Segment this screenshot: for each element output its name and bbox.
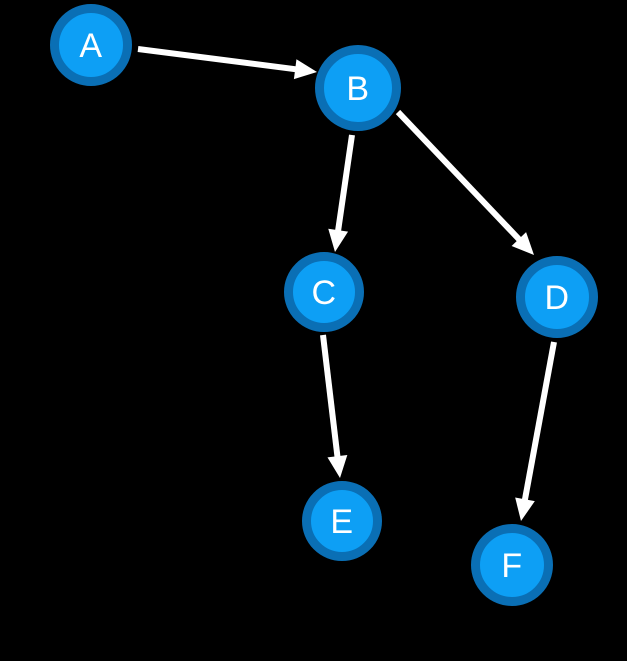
edge-D-F bbox=[515, 341, 557, 521]
node-circle-a[interactable] bbox=[50, 4, 132, 86]
node-label-a: A bbox=[79, 27, 102, 65]
node-circle-f[interactable] bbox=[471, 524, 553, 606]
node-circle-e[interactable] bbox=[302, 481, 382, 561]
graph-node-d[interactable]: D bbox=[516, 256, 598, 338]
node-circle-d[interactable] bbox=[516, 256, 598, 338]
edge-B-C bbox=[328, 134, 355, 252]
node-label-c: C bbox=[311, 274, 336, 312]
arrowhead-icon-C-E bbox=[327, 454, 348, 478]
edge-line-B-D bbox=[395, 109, 523, 243]
node-circle-b[interactable] bbox=[315, 45, 401, 131]
edge-C-E bbox=[320, 334, 348, 478]
edge-line-D-F bbox=[521, 341, 557, 502]
node-label-f: F bbox=[501, 547, 522, 585]
edge-line-C-E bbox=[320, 334, 341, 459]
node-label-d: D bbox=[544, 279, 569, 317]
edge-line-B-C bbox=[334, 134, 355, 233]
arrowhead-icon-B-C bbox=[328, 228, 349, 252]
graph-node-e[interactable]: E bbox=[302, 481, 382, 561]
arrowhead-icon-B-D bbox=[511, 232, 534, 255]
edge-line-A-B bbox=[137, 46, 298, 73]
node-label-e: E bbox=[330, 503, 353, 541]
node-circle-c[interactable] bbox=[284, 252, 364, 332]
graph-node-b[interactable]: B bbox=[315, 45, 401, 131]
graph-node-a[interactable]: A bbox=[50, 4, 132, 86]
graph-node-f[interactable]: F bbox=[471, 524, 553, 606]
nodes-layer: A B C D E F bbox=[50, 4, 598, 606]
edge-B-D bbox=[395, 109, 534, 255]
edge-A-B bbox=[137, 46, 317, 80]
graph-node-c[interactable]: C bbox=[284, 252, 364, 332]
arrowhead-icon-D-F bbox=[515, 497, 535, 521]
node-label-b: B bbox=[346, 70, 369, 108]
edges-layer bbox=[137, 46, 557, 521]
arrowhead-icon-A-B bbox=[293, 59, 317, 80]
